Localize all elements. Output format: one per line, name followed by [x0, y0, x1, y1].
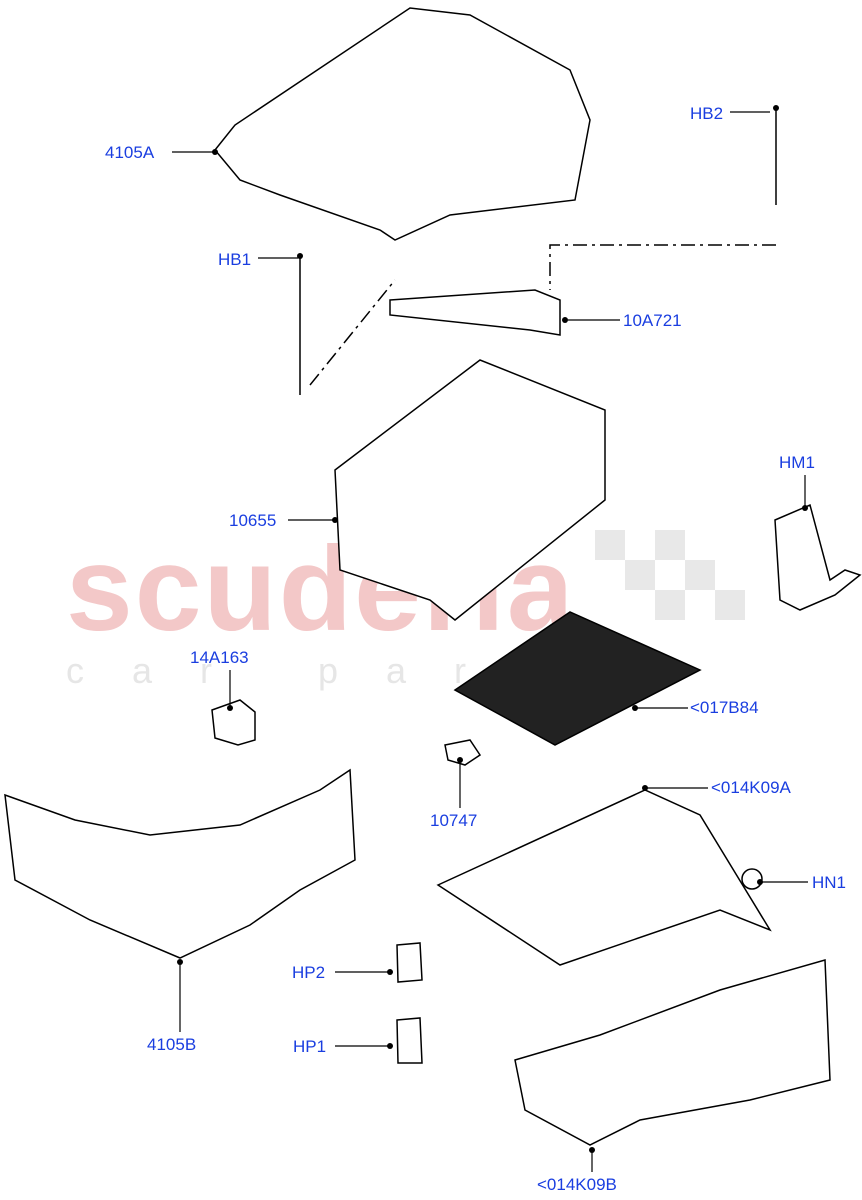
label-4105a[interactable]: 4105A [105, 143, 155, 162]
label-hp2[interactable]: HP2 [292, 963, 326, 982]
label-014k09a[interactable]: <014K09A [711, 778, 791, 797]
label-14a163[interactable]: 14A163 [190, 648, 249, 667]
checker-watermark [595, 530, 745, 620]
label-hb2[interactable]: HB2 [690, 104, 724, 123]
label-hp1[interactable]: HP1 [293, 1037, 327, 1056]
label-017b84[interactable]: <017B84 [690, 698, 759, 717]
label-014k09b[interactable]: <014K09B [537, 1175, 617, 1194]
label-hb1[interactable]: HB1 [218, 250, 252, 269]
label-10655[interactable]: 10655 [229, 511, 277, 530]
label-10747[interactable]: 10747 [430, 811, 478, 830]
label-hn1[interactable]: HN1 [812, 873, 847, 892]
label-hm1[interactable]: HM1 [779, 453, 815, 472]
label-4105b[interactable]: 4105B [147, 1035, 197, 1054]
label-10a721[interactable]: 10A721 [623, 311, 682, 330]
